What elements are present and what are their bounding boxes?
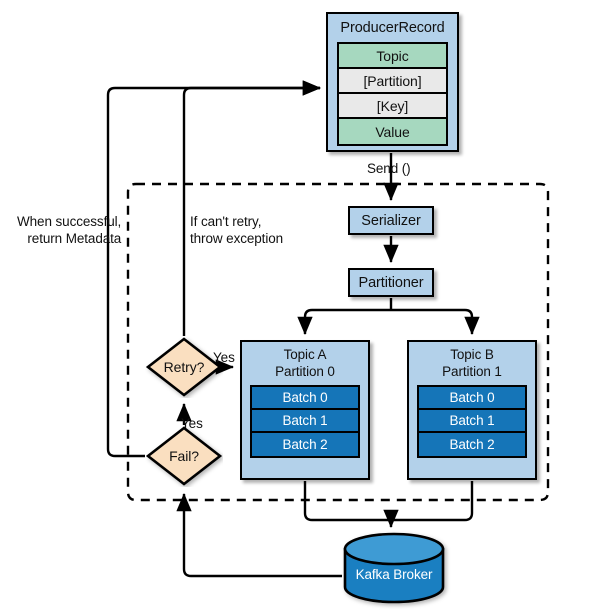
topic-a-title: Topic A Partition 0 — [250, 347, 360, 380]
fail-decision-diamond: Fail? — [145, 425, 223, 487]
label-when-successful: When successful, return Metadata — [17, 214, 122, 246]
edge-partitioner-topic-a — [297, 308, 391, 335]
topic-b-title: Topic B Partition 1 — [417, 347, 527, 380]
retry-diamond-label: Retry? — [163, 359, 205, 375]
topic-a-batch-0: Batch 0 — [252, 387, 358, 410]
topic-b-box: Topic B Partition 1 Batch 0 Batch 1 Batc… — [407, 340, 537, 480]
topic-b-batch-stack: Batch 0 Batch 1 Batch 2 — [417, 385, 527, 458]
fail-diamond-shape — [145, 426, 223, 486]
topic-a-title-line1: Topic A — [283, 347, 327, 362]
edge-fail-no-to-producer — [106, 80, 321, 458]
topic-b-batch-0: Batch 0 — [419, 387, 525, 410]
label-yes-fail: Yes — [181, 416, 203, 431]
edge-topic-b-out — [391, 481, 474, 522]
topic-b-title-line2: Partition 1 — [442, 363, 502, 379]
topic-a-batch-2: Batch 2 — [252, 433, 358, 456]
serializer-box: Serializer — [348, 206, 434, 235]
producer-record-field-topic: Topic — [339, 44, 446, 69]
label-yes-retry: Yes — [213, 350, 235, 365]
producer-record-field-partition: [Partition] — [339, 69, 446, 94]
edge-partitioner-topic-b — [391, 308, 480, 335]
partitioner-box: Partitioner — [348, 268, 434, 297]
topic-a-batch-stack: Batch 0 Batch 1 Batch 2 — [250, 385, 360, 458]
retry-diamond-shape — [145, 337, 223, 397]
topic-b-batch-2: Batch 2 — [419, 433, 525, 456]
topic-a-box: Topic A Partition 0 Batch 0 Batch 1 Batc… — [240, 340, 370, 480]
producer-record-field-key: [Key] — [339, 94, 446, 119]
topic-a-batch-1: Batch 1 — [252, 410, 358, 433]
producer-record-title: ProducerRecord — [340, 20, 445, 36]
producer-record-box: ProducerRecord Topic [Partition] [Key] V… — [326, 12, 459, 152]
topic-a-title-line2: Partition 0 — [275, 363, 335, 379]
topic-b-title-line1: Topic B — [450, 347, 494, 362]
label-send-call: Send () — [367, 161, 411, 176]
producer-record-fields: Topic [Partition] [Key] Value — [337, 42, 448, 146]
kafka-broker-cylinder: Kafka Broker — [342, 532, 446, 604]
retry-decision-diamond: Retry? — [145, 336, 223, 398]
kafka-broker-label: Kafka Broker — [355, 566, 433, 582]
producer-boundary-dashed — [126, 182, 550, 502]
producer-record-field-value: Value — [339, 119, 446, 144]
kafka-broker-shape — [343, 532, 445, 604]
label-if-cant-retry: If can't retry, throw exception — [190, 214, 284, 246]
edge-topic-a-out — [303, 481, 391, 522]
edge-broker-to-fail — [176, 493, 342, 578]
topic-b-batch-1: Batch 1 — [419, 410, 525, 433]
edge-retry-no-to-producer — [182, 80, 321, 336]
fail-diamond-label: Fail? — [169, 448, 199, 464]
